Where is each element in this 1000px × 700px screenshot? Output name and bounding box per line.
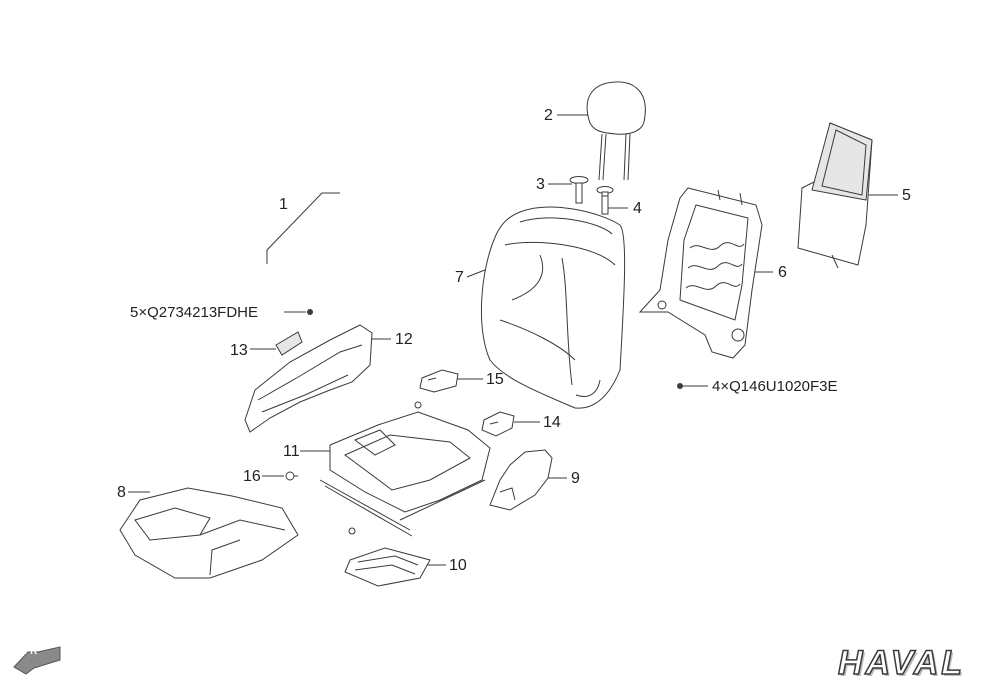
brand-logo: HAVAL: [837, 643, 966, 683]
part-15-clip: [419, 369, 459, 393]
fastener-icon-right: [677, 383, 683, 389]
callout-13: 13: [230, 342, 248, 359]
part-13-trim-bracket: [275, 331, 303, 356]
callout-10: 10: [449, 557, 467, 574]
part-7-seatback-cover: [480, 206, 626, 409]
callout-16: 16: [243, 468, 261, 485]
callout-2: 2: [544, 107, 553, 124]
fr-label: FR: [24, 646, 38, 657]
fastener-note-right: 4×Q146U1020F3E: [712, 378, 838, 395]
callout-4: 4: [633, 200, 642, 217]
part-16-bolt: [285, 471, 298, 481]
leader-lines: [128, 114, 898, 566]
callout-14: 14: [543, 414, 561, 431]
fastener-note-left: 5×Q2734213FDHE: [130, 304, 258, 321]
part-9-side-cover: [489, 449, 553, 511]
part-14-clip: [481, 411, 515, 437]
callout-6: 6: [778, 264, 787, 281]
callout-9: 9: [571, 470, 580, 487]
callout-8: 8: [117, 484, 126, 501]
callout-3: 3: [536, 176, 545, 193]
part-10-spring-mat: [344, 547, 431, 587]
callout-11: 11: [283, 443, 300, 460]
callout-7: 7: [455, 269, 464, 286]
part-6-seatback-frame: [638, 187, 763, 359]
part-8-seat-cushion: [119, 487, 299, 579]
callout-12: 12: [395, 331, 413, 348]
fr-direction-arrow: [13, 646, 61, 675]
fastener-icon-left: [307, 309, 313, 315]
part-3-headrest-guide: [569, 176, 589, 204]
callout-5: 5: [902, 187, 911, 204]
part-4-headrest-guide: [596, 186, 614, 215]
part-5-back-panel: [797, 122, 873, 269]
callout-15: 15: [486, 371, 504, 388]
part-2-headrest: [586, 81, 646, 181]
callout-1: 1: [279, 196, 288, 213]
part-11-seat-frame: [319, 401, 491, 537]
part-12-side-shield: [244, 324, 373, 433]
